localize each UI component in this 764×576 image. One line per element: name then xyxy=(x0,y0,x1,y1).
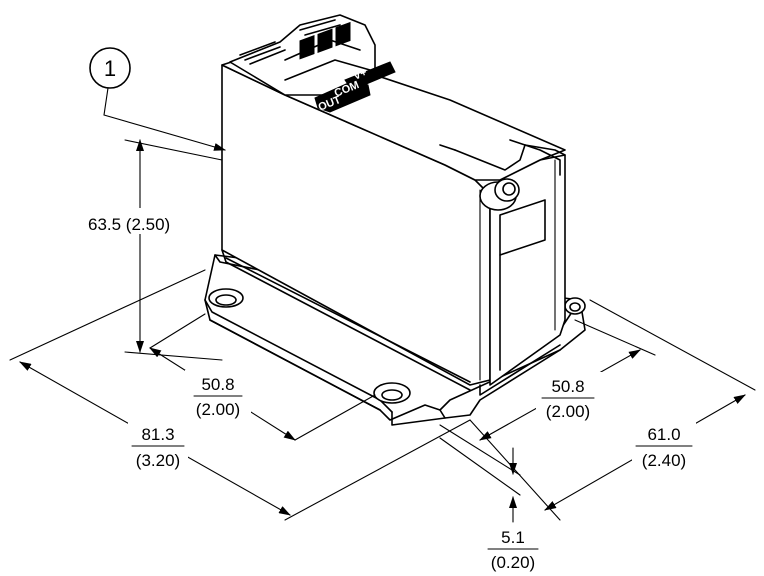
dimension-length: 81.3 (3.20) xyxy=(9,269,471,521)
adjustment-knob xyxy=(479,178,520,211)
width-in: (2.40) xyxy=(642,451,686,470)
height-dimension-label: 63.5 (2.50) xyxy=(88,215,170,234)
dimension-flange: 5.1 (0.20) xyxy=(439,424,539,572)
flange-in: (0.20) xyxy=(491,553,535,572)
dimension-width: 61.0 (2.40) xyxy=(469,299,756,521)
hole-spacing-right-mm: 50.8 xyxy=(551,377,584,396)
length-mm: 81.3 xyxy=(141,425,174,444)
callout-balloon: 1 xyxy=(89,47,226,151)
balloon-number: 1 xyxy=(104,56,116,81)
dimension-height: 63.5 (2.50) xyxy=(80,139,223,361)
hole-spacing-left-in: (2.00) xyxy=(196,400,240,419)
terminal-vplus-label: V+ xyxy=(352,66,369,82)
length-in: (3.20) xyxy=(136,451,180,470)
width-mm: 61.0 xyxy=(647,425,680,444)
terminal-block xyxy=(229,14,396,113)
flange-mm: 5.1 xyxy=(501,528,525,547)
hole-spacing-left-mm: 50.8 xyxy=(201,375,234,394)
hole-spacing-right-in: (2.00) xyxy=(546,402,590,421)
